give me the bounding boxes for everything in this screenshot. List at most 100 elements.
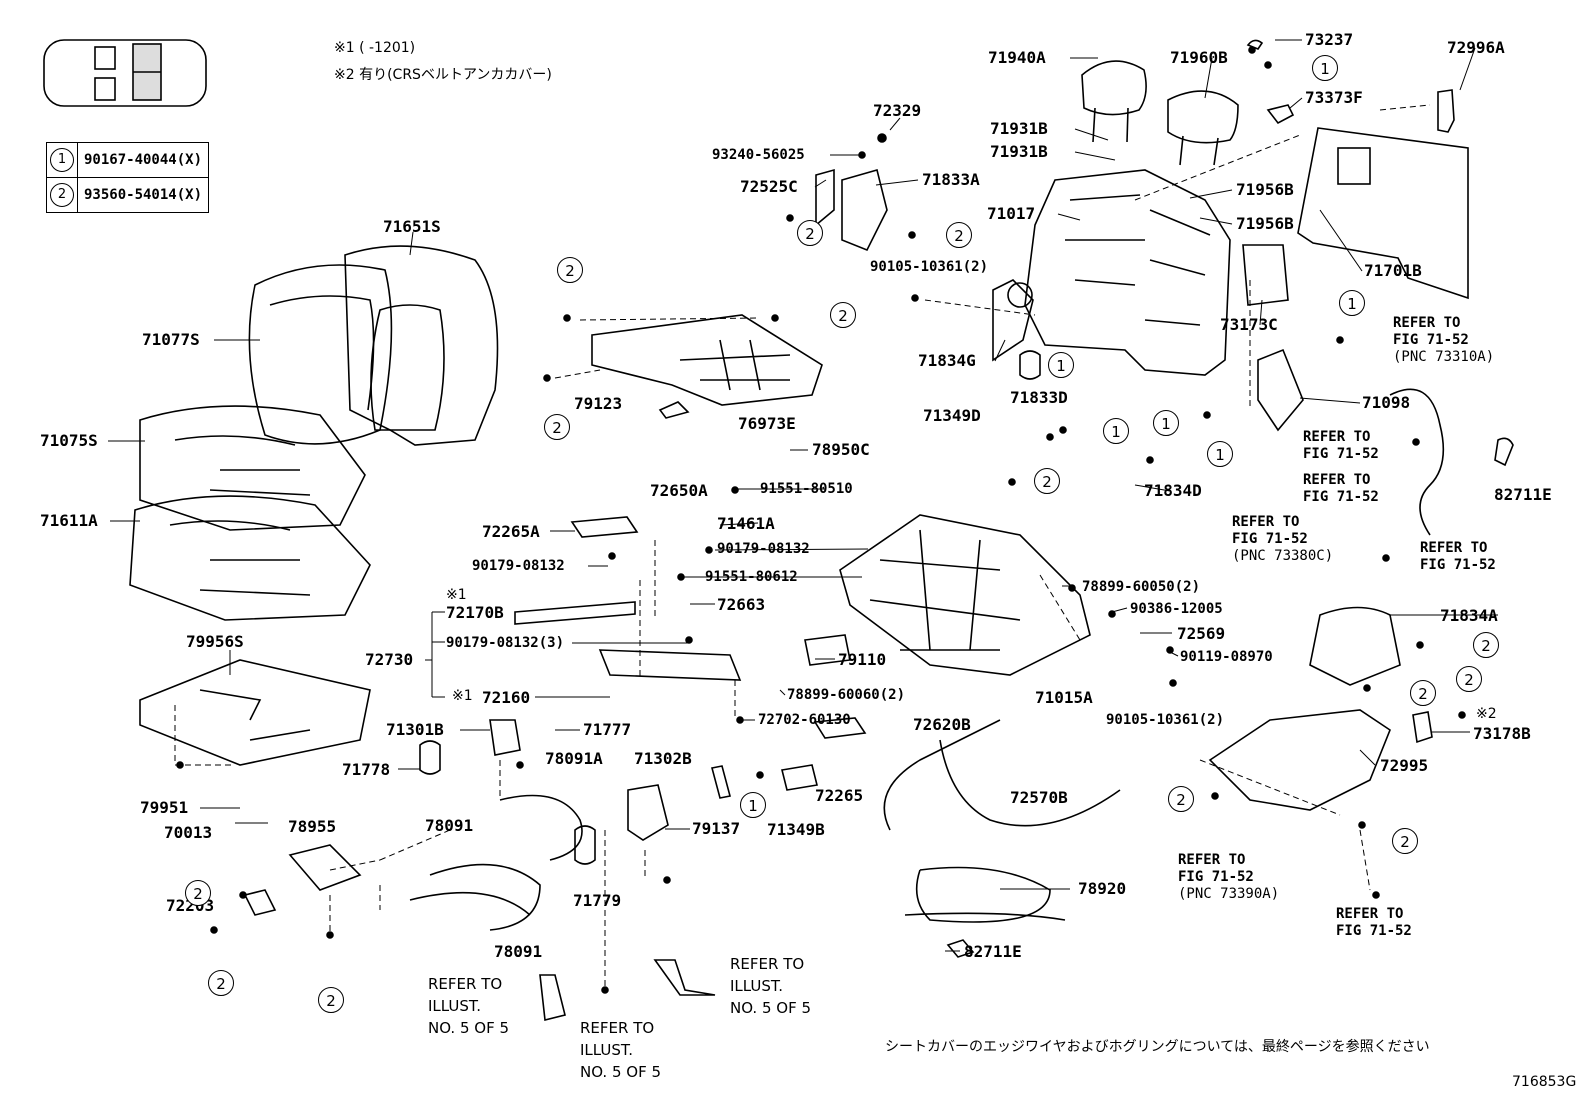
part-label[interactable]: 72620B — [913, 715, 971, 734]
part-label[interactable]: 78091A — [545, 749, 603, 768]
part-label[interactable]: 90386-12005 — [1130, 601, 1223, 617]
part-label[interactable]: 78950C — [812, 440, 870, 459]
part-label[interactable]: 71015A — [1035, 688, 1093, 707]
callout-2[interactable]: 2 — [1168, 786, 1194, 812]
part-label[interactable]: 72170B — [446, 603, 504, 622]
part-label[interactable]: 78920 — [1078, 879, 1127, 898]
part-label[interactable]: 71611A — [40, 511, 98, 530]
part-label[interactable]: 73173C — [1220, 315, 1278, 334]
part-label[interactable]: 79956S — [186, 632, 244, 651]
callout-1[interactable]: 1 — [740, 792, 766, 818]
refer-illust-block[interactable]: REFER TO ILLUST. NO. 5 OF 5 — [730, 953, 811, 1019]
callout-2[interactable]: 2 — [208, 970, 234, 996]
part-label[interactable]: 71301B — [386, 720, 444, 739]
refer-block[interactable]: REFER TO FIG 71-52 (PNC 73380C) — [1232, 514, 1333, 565]
part-label[interactable]: 71651S — [383, 217, 441, 236]
refer-block[interactable]: REFER TO FIG 71-52 (PNC 73310A) — [1393, 315, 1494, 366]
part-label[interactable]: 72996A — [1447, 38, 1505, 57]
part-label[interactable]: 78899-60050(2) — [1082, 579, 1201, 595]
part-label[interactable]: 71833D — [1010, 388, 1068, 407]
part-label[interactable]: 73237 — [1305, 30, 1354, 49]
part-label[interactable]: 71931B — [990, 142, 1048, 161]
part-label[interactable]: 71960B — [1170, 48, 1228, 67]
refer-block[interactable]: REFER TO FIG 71-52 — [1303, 472, 1379, 506]
part-label[interactable]: 72730 — [365, 650, 414, 669]
part-label[interactable]: 71833A — [922, 170, 980, 189]
part-label[interactable]: 71834A — [1440, 606, 1498, 625]
part-label[interactable]: 82711E — [1494, 485, 1552, 504]
callout-2[interactable]: 2 — [946, 222, 972, 248]
part-label[interactable]: 90179-08132 — [472, 558, 565, 574]
part-label[interactable]: 71075S — [40, 431, 98, 450]
refer-block[interactable]: REFER TO FIG 71-52 — [1303, 429, 1379, 463]
callout-1[interactable]: 1 — [1048, 352, 1074, 378]
part-label[interactable]: 79951 — [140, 798, 189, 817]
callout-1[interactable]: 1 — [1207, 441, 1233, 467]
callout-2[interactable]: 2 — [557, 257, 583, 283]
callout-2[interactable]: 2 — [1456, 666, 1482, 692]
part-label[interactable]: 71349D — [923, 406, 981, 425]
part-label[interactable]: 72995 — [1380, 756, 1429, 775]
part-label[interactable]: 71098 — [1362, 393, 1411, 412]
part-label[interactable]: 79137 — [692, 819, 741, 838]
part-label[interactable]: 79110 — [838, 650, 887, 669]
part-label[interactable]: 72525C — [740, 177, 798, 196]
callout-2[interactable]: 2 — [830, 302, 856, 328]
part-label[interactable]: 71777 — [583, 720, 632, 739]
refer-illust-block[interactable]: REFER TO ILLUST. NO. 5 OF 5 — [428, 973, 509, 1039]
part-label[interactable]: 71956B — [1236, 180, 1294, 199]
part-label[interactable]: 90119-08970 — [1180, 649, 1273, 665]
part-label[interactable]: 71940A — [988, 48, 1046, 67]
part-label[interactable]: 73178B — [1473, 724, 1531, 743]
refer-block[interactable]: REFER TO FIG 71-52 — [1336, 906, 1412, 940]
part-label[interactable]: 90105-10361(2) — [870, 259, 989, 275]
callout-2[interactable]: 2 — [318, 987, 344, 1013]
callout-1[interactable]: 1 — [1103, 418, 1129, 444]
part-label[interactable]: 71779 — [573, 891, 622, 910]
part-label[interactable]: 71956B — [1236, 214, 1294, 233]
part-label[interactable]: 72569 — [1177, 624, 1226, 643]
part-label[interactable]: 71834D — [1144, 481, 1202, 500]
part-label[interactable]: 71778 — [342, 760, 391, 779]
part-label[interactable]: 70013 — [164, 823, 213, 842]
callout-2[interactable]: 2 — [1034, 468, 1060, 494]
part-label[interactable]: 78091 — [494, 942, 543, 961]
part-label[interactable]: 78955 — [288, 817, 337, 836]
callout-2[interactable]: 2 — [1410, 680, 1436, 706]
part-label[interactable]: 93240-56025 — [712, 147, 805, 163]
part-label[interactable]: 91551-80510 — [760, 481, 853, 497]
part-label[interactable]: 71017 — [987, 204, 1036, 223]
part-label[interactable]: 71931B — [990, 119, 1048, 138]
part-label[interactable]: 79123 — [574, 394, 623, 413]
part-label[interactable]: 73373F — [1305, 88, 1363, 107]
part-label[interactable]: 90179-08132 — [717, 541, 810, 557]
part-label[interactable]: 71302B — [634, 749, 692, 768]
part-label[interactable]: 78899-60060(2) — [787, 687, 906, 703]
part-label[interactable]: 72265A — [482, 522, 540, 541]
part-label[interactable]: 76973E — [738, 414, 796, 433]
refer-block[interactable]: REFER TO FIG 71-52 — [1420, 540, 1496, 574]
callout-2[interactable]: 2 — [1392, 828, 1418, 854]
part-label[interactable]: 71461A — [717, 514, 775, 533]
callout-1[interactable]: 1 — [1153, 410, 1179, 436]
part-label[interactable]: 90179-08132(3) — [446, 635, 565, 651]
callout-1[interactable]: 1 — [1312, 55, 1338, 81]
part-label[interactable]: 72160 — [482, 688, 531, 707]
part-label[interactable]: 71701B — [1364, 261, 1422, 280]
part-label[interactable]: 72702-60130 — [758, 712, 851, 728]
callout-2[interactable]: 2 — [544, 414, 570, 440]
part-label[interactable]: 91551-80612 — [705, 569, 798, 585]
part-label[interactable]: 72329 — [873, 101, 922, 120]
callout-1[interactable]: 1 — [1339, 290, 1365, 316]
part-label[interactable]: 71834G — [918, 351, 976, 370]
part-label[interactable]: 71349B — [767, 820, 825, 839]
refer-illust-block[interactable]: REFER TO ILLUST. NO. 5 OF 5 — [580, 1017, 661, 1083]
callout-2[interactable]: 2 — [185, 880, 211, 906]
part-label[interactable]: 78091 — [425, 816, 474, 835]
part-label[interactable]: 72265 — [815, 786, 864, 805]
part-label[interactable]: 72663 — [717, 595, 766, 614]
part-label[interactable]: 82711E — [964, 942, 1022, 961]
callout-2[interactable]: 2 — [1473, 632, 1499, 658]
part-label[interactable]: 72650A — [650, 481, 708, 500]
part-label[interactable]: 72570B — [1010, 788, 1068, 807]
